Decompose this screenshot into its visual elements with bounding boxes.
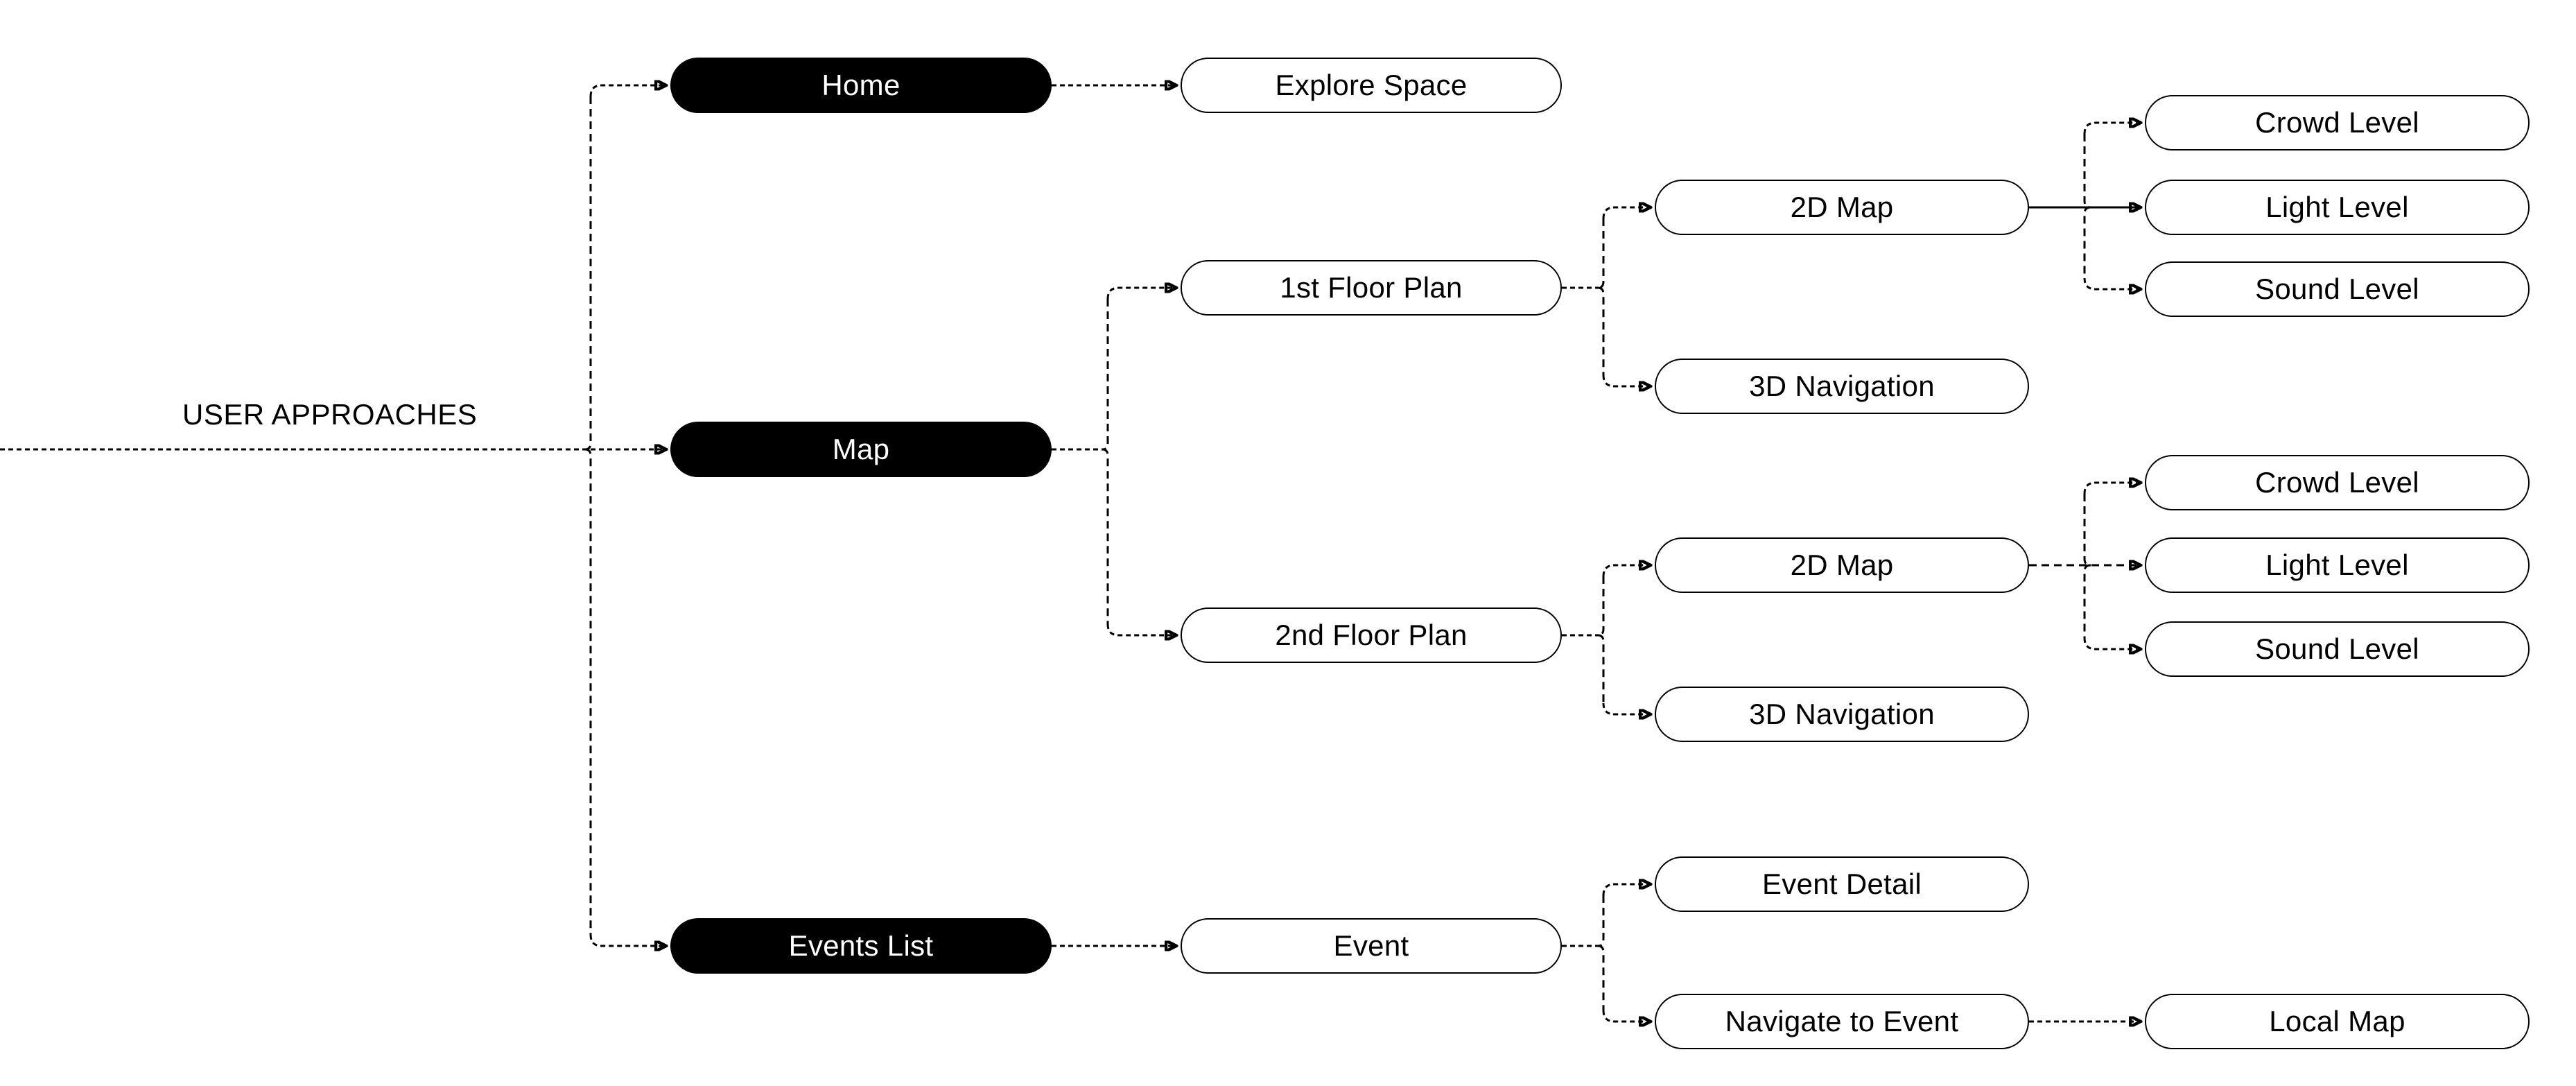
node-1st-floor-plan: 1st Floor Plan — [1181, 260, 1562, 316]
edge-spine-floor2-upper — [1597, 576, 1605, 637]
edge-to-3dnav1 — [1602, 374, 1648, 386]
node-events-list: Events List — [670, 918, 1052, 974]
edge-to-sound1 — [2083, 277, 2139, 289]
edge-spine-cluster1-lower — [2083, 206, 2091, 278]
node-sound-level-1: Sound Level — [2145, 261, 2530, 317]
edge-spine-cluster2-lower — [2083, 564, 2091, 638]
edge-to-crowd2 — [2083, 483, 2139, 494]
node-home-label: Home — [821, 69, 900, 101]
edge-to-2dmap1 — [1602, 207, 1648, 219]
edge-spine-level1-upper — [584, 96, 592, 451]
edge-to-3dnav2 — [1602, 703, 1648, 714]
edge-spine-map-lower — [1102, 448, 1109, 624]
node-explore-space: Explore Space — [1181, 58, 1562, 113]
node-2d-map-1: 2D Map — [1655, 180, 2029, 235]
node-3d-navigation-2-label: 3D Navigation — [1749, 698, 1935, 730]
edge-to-2dmap2 — [1602, 565, 1648, 577]
node-crowd-level-1-label: Crowd Level — [2255, 106, 2419, 139]
edge-to-events-list — [589, 934, 664, 946]
edge-to-home — [589, 85, 664, 97]
diagram-title: USER APPROACHES — [182, 398, 478, 431]
node-local-map: Local Map — [2145, 994, 2530, 1049]
node-crowd-level-2: Crowd Level — [2145, 455, 2530, 510]
node-light-level-2-label: Light Level — [2265, 549, 2409, 581]
edge-spine-floor1-lower — [1597, 286, 1605, 375]
node-crowd-level-2-label: Crowd Level — [2255, 466, 2419, 499]
edge-to-sound2 — [2083, 637, 2139, 649]
node-crowd-level-1: Crowd Level — [2145, 95, 2530, 150]
edge-to-floor1 — [1106, 288, 1174, 300]
node-sound-level-2: Sound Level — [2145, 621, 2530, 677]
edge-spine-event-lower — [1597, 945, 1605, 1010]
edge-to-crowd1 — [2083, 123, 2139, 135]
node-3d-navigation-1-label: 3D Navigation — [1749, 370, 1935, 402]
node-home: Home — [670, 58, 1052, 113]
node-sound-level-2-label: Sound Level — [2255, 632, 2419, 665]
edge-to-floor2 — [1106, 623, 1174, 635]
node-2nd-floor-plan: 2nd Floor Plan — [1181, 607, 1562, 663]
node-map: Map — [670, 422, 1052, 477]
node-local-map-label: Local Map — [2269, 1005, 2405, 1037]
node-event-label: Event — [1333, 929, 1409, 962]
edge-spine-event-upper — [1597, 895, 1605, 947]
node-map-label: Map — [832, 433, 890, 465]
node-event-detail: Event Detail — [1655, 856, 2029, 912]
node-light-level-1: Light Level — [2145, 180, 2530, 235]
edge-spine-map-upper — [1102, 299, 1109, 451]
node-2d-map-2: 2D Map — [1655, 537, 2029, 593]
node-navigate-to-event-label: Navigate to Event — [1725, 1005, 1959, 1037]
node-1st-floor-plan-label: 1st Floor Plan — [1280, 271, 1463, 304]
node-2d-map-2-label: 2D Map — [1790, 549, 1894, 581]
node-light-level-2: Light Level — [2145, 537, 2530, 593]
node-3d-navigation-2: 3D Navigation — [1655, 687, 2029, 742]
node-explore-space-label: Explore Space — [1275, 69, 1468, 101]
edge-spine-floor1-upper — [1597, 218, 1605, 289]
edge-spine-cluster1-upper — [2083, 134, 2091, 209]
edge-to-navigate — [1602, 1010, 1648, 1022]
node-3d-navigation-1: 3D Navigation — [1655, 359, 2029, 414]
edge-spine-floor2-lower — [1597, 634, 1605, 703]
node-event-detail-label: Event Detail — [1761, 868, 1922, 900]
node-2d-map-1-label: 2D Map — [1790, 191, 1894, 223]
node-sound-level-1-label: Sound Level — [2255, 273, 2419, 305]
edge-to-event-detail — [1602, 884, 1648, 896]
node-events-list-label: Events List — [788, 929, 934, 962]
node-light-level-1-label: Light Level — [2265, 191, 2409, 223]
node-2nd-floor-plan-label: 2nd Floor Plan — [1275, 619, 1468, 651]
node-navigate-to-event: Navigate to Event — [1655, 994, 2029, 1049]
node-event: Event — [1181, 918, 1562, 974]
edge-spine-level1-lower — [584, 448, 592, 935]
edge-spine-cluster2-upper — [2083, 494, 2091, 567]
